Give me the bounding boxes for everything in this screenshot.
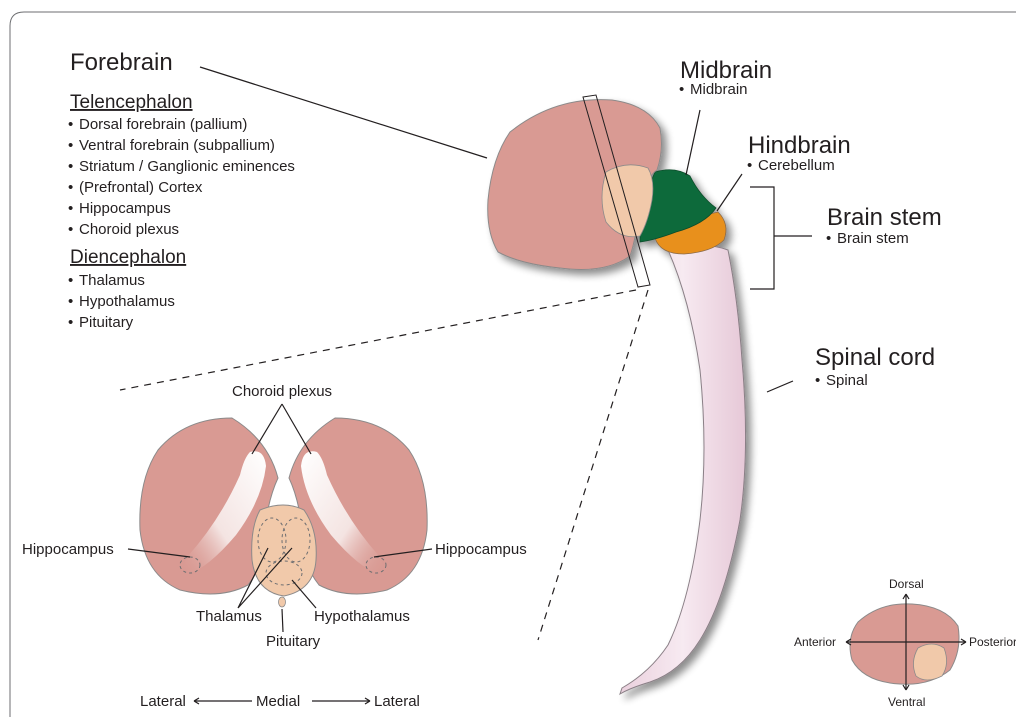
hindbrain-title: Hindbrain [748,132,851,159]
compass-posterior-label: Posterior [969,635,1016,649]
list-bullet: • [68,158,73,175]
axis-medial-label: Medial [256,693,300,710]
hindbrain-sub: Cerebellum [758,157,835,174]
hindbrain-leader-line [717,174,742,211]
list-bullet: • [68,221,73,238]
section-projection-line-left [120,290,636,390]
list-item: Choroid plexus [79,221,179,238]
diencephalon-heading: Diencephalon [70,247,186,268]
pituitary-shape [279,597,286,607]
brain-stem-sub: Brain stem [837,230,909,247]
brain-stem-bracket [750,187,812,289]
list-bullet: • [68,293,73,310]
spinal-cord-title: Spinal cord [815,344,935,371]
spinal-cord-shape [620,245,746,694]
coronal-section-illustration [140,418,427,607]
telencephalon-heading: Telencephalon [70,92,193,113]
pituitary-label: Pituitary [266,633,321,650]
section-projection-line-right [538,290,648,640]
compass-dorsal-label: Dorsal [889,577,924,591]
list-bullet: • [747,157,752,174]
diencephalon-list: • Thalamus • Hypothalamus • Pituitary [68,272,175,331]
list-item: Pituitary [79,314,134,331]
hippocampus-left-label: Hippocampus [22,541,114,558]
compass-ventral-label: Ventral [888,695,925,709]
forebrain-title: Forebrain [70,49,173,76]
axis-lateral-left-label: Lateral [140,693,186,710]
compass-diencephalon-shape [913,644,946,680]
list-item: (Prefrontal) Cortex [79,179,203,196]
list-bullet: • [826,230,831,247]
spinal-cord-sub: Spinal [826,372,868,389]
midbrain-title: Midbrain [680,57,772,84]
axis-right-arrow [312,698,370,704]
list-item: Thalamus [79,272,145,289]
list-item: Ventral forebrain (subpallium) [79,137,275,154]
list-bullet: • [68,314,73,331]
telencephalon-list: • Dorsal forebrain (pallium) • Ventral f… [68,116,295,238]
list-bullet: • [68,179,73,196]
list-item: Dorsal forebrain (pallium) [79,116,247,133]
compass-arrows [846,594,966,690]
list-bullet: • [68,137,73,154]
list-bullet: • [68,116,73,133]
list-bullet: • [815,372,820,389]
choroid-plexus-label: Choroid plexus [232,383,332,400]
midbrain-leader-line [686,110,700,175]
list-item: Hippocampus [79,200,171,217]
list-bullet: • [679,81,684,98]
orientation-compass [846,594,966,690]
brain-stem-title: Brain stem [827,204,942,231]
hypothalamus-label: Hypothalamus [314,608,410,625]
list-item: Hypothalamus [79,293,175,310]
whole-brain-illustration [488,100,746,694]
list-item: Striatum / Ganglionic eminences [79,158,295,175]
thalamus-label: Thalamus [196,608,262,625]
midbrain-sub: Midbrain [690,81,748,98]
list-bullet: • [68,200,73,217]
pituitary-leader-line [282,609,283,632]
axis-lateral-right-label: Lateral [374,693,420,710]
spinal-cord-leader-line [767,381,793,392]
list-bullet: • [68,272,73,289]
axis-left-arrow [194,698,252,704]
compass-anterior-label: Anterior [794,635,836,649]
hippocampus-right-label: Hippocampus [435,541,527,558]
